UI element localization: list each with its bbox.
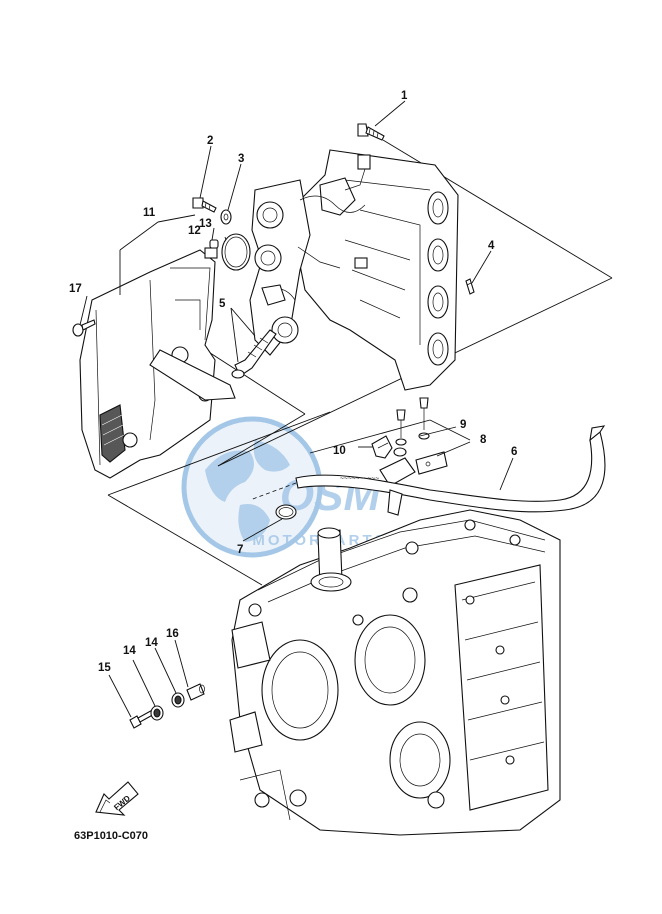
callout-11: 11 <box>143 207 156 219</box>
callout-17: 17 <box>69 283 82 295</box>
part-7-clamp <box>275 504 297 520</box>
part-2-bolt <box>192 197 217 213</box>
callout-4: 4 <box>488 240 495 252</box>
callout-9: 9 <box>460 419 466 431</box>
callout-10: 10 <box>333 445 346 457</box>
intake-manifold <box>249 149 459 391</box>
part-17-screw <box>72 319 96 337</box>
callout-15: 15 <box>98 662 111 674</box>
callout-12: 12 <box>188 225 201 237</box>
part-13-o-ring <box>221 233 251 271</box>
part-3-washer <box>220 209 232 225</box>
callout-5: 5 <box>219 298 226 310</box>
callout-13: 13 <box>199 218 212 230</box>
part-bracket-plate <box>379 451 448 487</box>
fwd-arrow: FWD <box>95 781 139 816</box>
callout-7: 7 <box>237 544 243 556</box>
part-4-stud <box>465 278 475 295</box>
bracket-bolts <box>393 397 430 457</box>
intake-silencer-cover <box>79 247 236 479</box>
part-14-spacer-a <box>150 705 164 721</box>
callout-16: 16 <box>166 628 179 640</box>
svg-text:~~~~~~~~~~: ~~~~~~~~~~ <box>340 474 379 482</box>
callout-6: 6 <box>511 446 517 458</box>
part-6-hose: ~~~~~~~~~~ <box>249 425 606 516</box>
callout-14-b: 14 <box>145 637 158 649</box>
part-16-collar <box>186 683 205 701</box>
callout-14-a: 14 <box>123 645 136 657</box>
part-14-spacer-b <box>171 692 185 708</box>
leader-lines <box>79 100 514 718</box>
part-5-hose <box>231 329 277 379</box>
callout-labels: 1 2 3 4 5 6 7 8 9 10 11 12 13 14 14 15 1… <box>69 90 517 674</box>
callout-1: 1 <box>401 90 408 102</box>
part-10-clip <box>371 435 393 459</box>
callout-8: 8 <box>480 434 487 446</box>
callout-2: 2 <box>207 135 213 147</box>
engine-block <box>229 509 561 836</box>
diagram-code: 63P1010-C070 <box>74 830 148 842</box>
part-1-bolt <box>357 123 385 141</box>
part-12-grommet <box>209 239 219 249</box>
callout-3: 3 <box>238 153 244 165</box>
